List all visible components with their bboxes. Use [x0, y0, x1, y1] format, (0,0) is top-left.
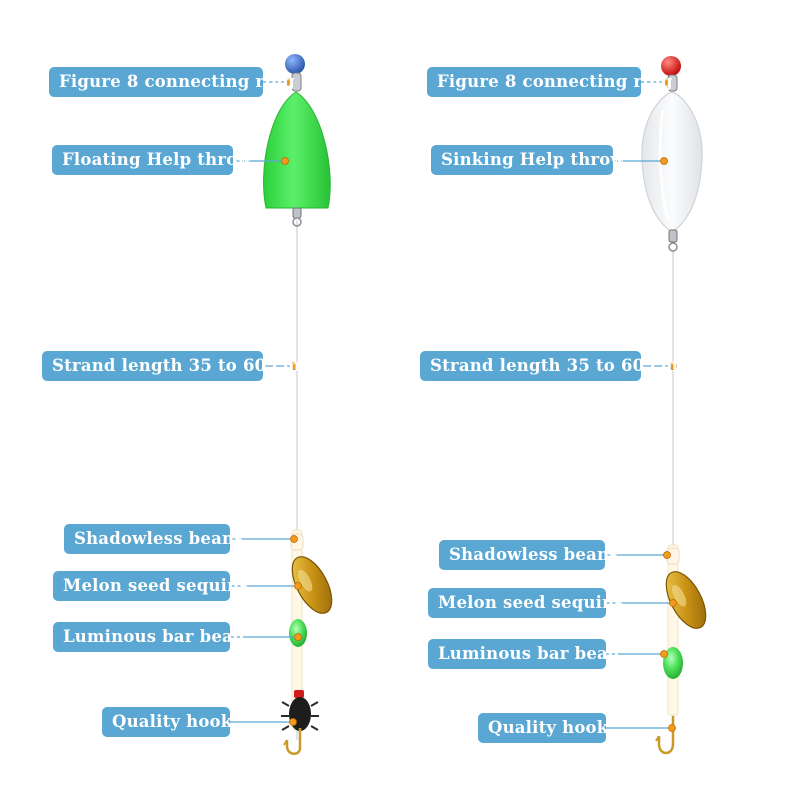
right-hook: [655, 716, 675, 755]
left-label-help-throw: Floating Help throw: [52, 145, 252, 175]
left-spinner-blade: [291, 556, 333, 614]
right-label-hook: Quality hook: [478, 713, 608, 743]
right-rig: [641, 56, 707, 755]
left-label-shadowless-beans: Shadowless beans: [64, 524, 243, 554]
left-label-sequins: Melon seed sequins: [53, 571, 249, 601]
right-label-sequins: Melon seed sequins: [428, 588, 624, 618]
right-label-connecting-ring: Figure 8 connecting ring: [427, 67, 673, 97]
marker-dots: [281, 78, 677, 732]
right-label-shadowless-beans: Shadowless beans: [439, 540, 618, 570]
right-sinking-throw: [641, 91, 703, 233]
right-glow-tube: [667, 544, 679, 716]
leader-lines: [229, 81, 673, 729]
left-label-hook: Quality hook: [102, 707, 232, 737]
left-bottom-swivel: [292, 207, 302, 219]
right-label-strand-length: Strand length 35 to 60 cm: [420, 351, 678, 381]
left-label-luminous-bead: Luminous bar bead: [53, 622, 244, 652]
right-bottom-swivel: [668, 229, 678, 243]
left-label-connecting-ring: Figure 8 connecting ring: [49, 67, 295, 97]
left-floating-throw: [263, 91, 331, 209]
left-luminous-bead: [289, 619, 307, 647]
right-label-luminous-bead: Luminous bar bead: [428, 639, 619, 669]
left-top-bead: [285, 54, 305, 74]
right-label-help-throw: Sinking Help throw: [431, 145, 625, 175]
left-label-strand-length: Strand length 35 to 60 cm: [42, 351, 300, 381]
right-top-bead: [661, 56, 681, 76]
left-rig: [263, 54, 333, 755]
right-luminous-bead: [663, 647, 683, 679]
right-spinner-blade: [665, 571, 707, 629]
